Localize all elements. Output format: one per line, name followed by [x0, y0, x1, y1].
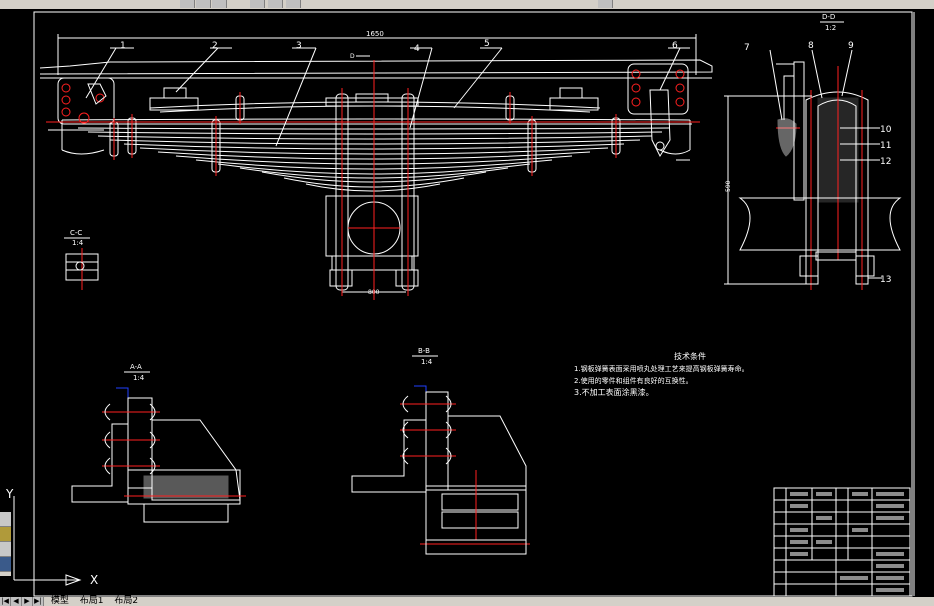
section-bb-title: B-B — [418, 347, 430, 355]
dim-height: 590 — [725, 180, 732, 192]
callout-1: 1 — [120, 41, 126, 51]
tab-model[interactable]: 模型 — [50, 596, 69, 606]
rear-bracket — [627, 63, 692, 161]
tool-button[interactable] — [0, 527, 11, 542]
tool-button[interactable] — [0, 557, 11, 572]
callout-3: 3 — [296, 41, 302, 51]
front-bracket — [48, 77, 115, 131]
callout-10: 10 — [880, 125, 892, 135]
callout-6: 6 — [672, 41, 678, 51]
toolbar-button[interactable] — [286, 0, 301, 8]
section-aa-view: A-A 1:4 — [71, 363, 246, 523]
svg-text:D: D — [350, 53, 355, 60]
tech-line-2: 2.使用的零件和组件有良好的互换性。 — [574, 376, 693, 385]
tech-line-3: 3.不加工表面涂黑漆。 — [574, 387, 654, 397]
section-dd-title: D-D — [822, 13, 835, 21]
last-tab-icon[interactable]: ▶| — [33, 597, 44, 606]
section-cc-title: C-C — [70, 229, 82, 237]
callout-9: 9 — [848, 41, 854, 51]
section-aa-title: A-A — [130, 363, 142, 371]
tab-layout1[interactable]: 布局1 — [79, 596, 104, 606]
toolbar-button[interactable] — [268, 0, 283, 8]
tool-button[interactable] — [0, 542, 11, 557]
prev-tab-icon[interactable]: ◀ — [11, 597, 22, 606]
first-tab-icon[interactable]: |◀ — [0, 597, 11, 606]
toolbar-button[interactable] — [250, 0, 265, 8]
side-toolbar — [0, 512, 11, 576]
layout-tabs-bar: |◀◀▶▶| 模型 布局1 布局2 — [0, 597, 934, 606]
callout-2: 2 — [212, 41, 218, 51]
section-dd-view: D-D 1:2 590 7 8 9 10 — [724, 13, 902, 290]
ucs-icon: X Y — [5, 487, 98, 587]
toolbar-button[interactable] — [598, 0, 613, 8]
toolbar-button[interactable] — [212, 0, 227, 8]
callout-4: 4 — [414, 44, 420, 54]
section-bb-view: B-B 1:4 — [351, 347, 530, 555]
callout-8: 8 — [808, 41, 814, 51]
tab-layout2[interactable]: 布局2 — [114, 596, 139, 606]
callout-12: 12 — [880, 157, 891, 167]
callout-11: 11 — [880, 141, 891, 151]
tool-button[interactable] — [0, 512, 11, 527]
callout-13: 13 — [880, 275, 891, 285]
spring-leaves — [61, 118, 691, 192]
callout-leaders — [85, 47, 690, 147]
section-aa-scale: 1:4 — [133, 374, 145, 382]
section-cc-view: C-C 1:4 — [64, 229, 99, 290]
callout-5: 5 — [484, 39, 490, 49]
tech-title: 技术条件 — [674, 351, 706, 361]
ucs-y-label: Y — [5, 487, 14, 501]
drawing-border — [33, 11, 913, 597]
title-block — [773, 487, 911, 597]
technical-notes: 技术条件 1.钢板弹簧表面采用喷丸处理工艺来提高钢板弹簧寿命。 2.使用的零件和… — [574, 351, 749, 397]
ucs-x-label: X — [90, 573, 98, 587]
section-bb-scale: 1:4 — [421, 358, 433, 366]
leaf-spring-main-view: 1650 — [39, 30, 713, 300]
tech-line-1: 1.钢板弹簧表面采用喷丸处理工艺来提高钢板弹簧寿命。 — [574, 364, 749, 373]
section-cc-scale: 1:4 — [72, 239, 84, 247]
toolbar-button[interactable] — [180, 0, 195, 8]
drawing-canvas[interactable]: 1650 — [0, 9, 934, 597]
section-dd-scale: 1:2 — [825, 24, 836, 32]
next-tab-icon[interactable]: ▶ — [22, 597, 33, 606]
dim-overall: 1650 — [366, 30, 384, 38]
toolbar-button[interactable] — [196, 0, 211, 8]
callout-7: 7 — [744, 43, 750, 53]
